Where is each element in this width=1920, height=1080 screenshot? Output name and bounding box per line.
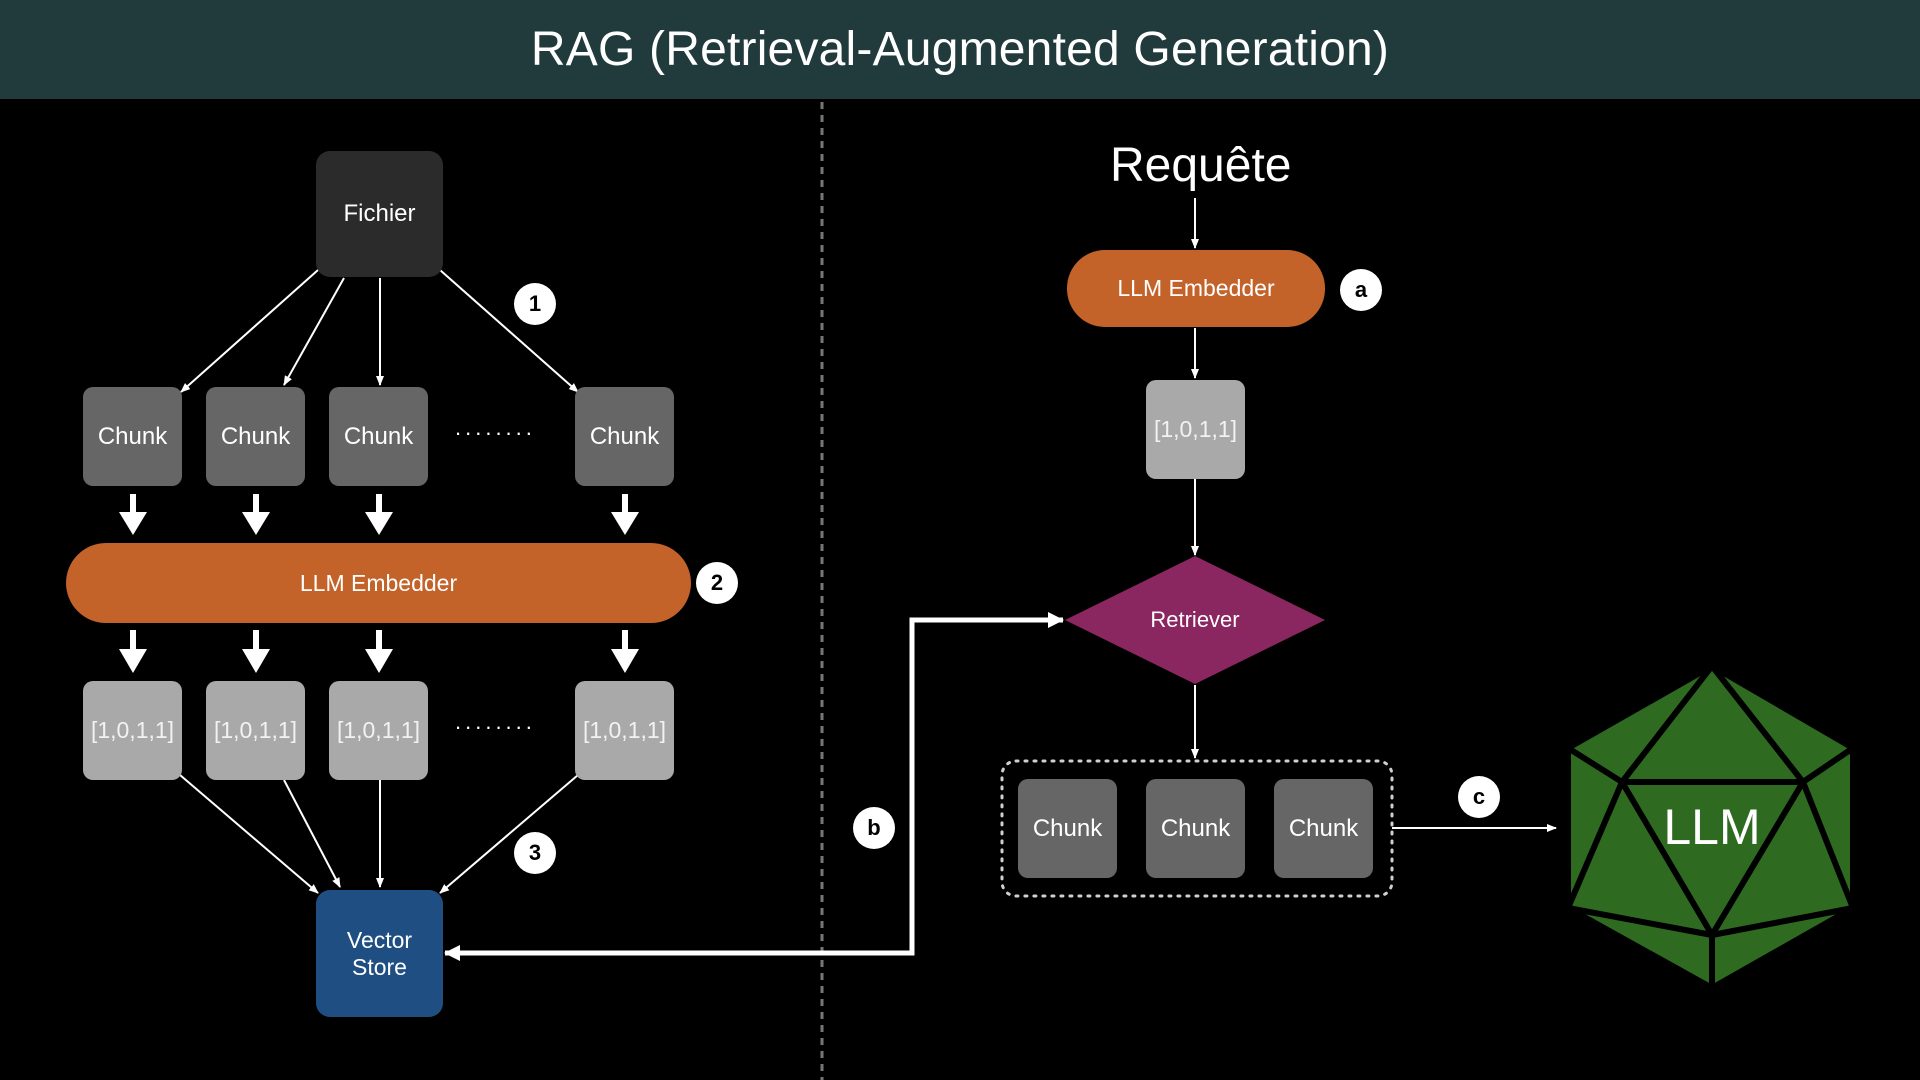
retrieved-chunk-2: Chunk <box>1146 779 1245 878</box>
arrow-retriever-vector-store <box>444 617 1062 961</box>
header-bar: RAG (Retrieval-Augmented Generation) <box>0 0 1920 99</box>
file-node: Fichier <box>316 151 443 277</box>
chunk-node-3: Chunk <box>329 387 428 486</box>
arrow-file-chunk-1 <box>180 269 319 393</box>
vector-node-2: [1,0,1,1] <box>206 681 305 780</box>
page-title: RAG (Retrieval-Augmented Generation) <box>530 23 1390 76</box>
step-badge-3: 3 <box>514 832 556 874</box>
ingestion-embedder-label: LLM Embedder <box>299 569 458 596</box>
vector-node-label: [1,0,1,1] <box>90 717 175 743</box>
vector-store-label-line2: Store <box>352 953 407 980</box>
vector-node-4: [1,0,1,1] <box>575 681 674 780</box>
retrieved-chunk-3: Chunk <box>1274 779 1373 878</box>
vector-ellipsis: ........ <box>455 709 536 734</box>
retrieved-chunk-label: Chunk <box>1288 814 1359 842</box>
chunk-node-label: Chunk <box>220 422 291 450</box>
step-badge-c: c <box>1458 776 1500 818</box>
arrow-vector-store-1 <box>179 774 319 894</box>
thick-arrows-embedder-to-vectors <box>119 630 639 673</box>
step-badge-2: 2 <box>696 562 738 604</box>
arrow-file-chunk-2 <box>283 277 345 386</box>
ingestion-embedder: LLM Embedder <box>66 543 691 623</box>
vector-node-label: [1,0,1,1] <box>336 717 421 743</box>
vector-store-node: Vector Store <box>316 890 443 1017</box>
query-embedder-label: LLM Embedder <box>1117 275 1275 301</box>
chunk-node-1: Chunk <box>83 387 182 486</box>
arrow-file-chunk-4 <box>439 269 579 393</box>
chunk-node-4: Chunk <box>575 387 674 486</box>
vector-node-1: [1,0,1,1] <box>83 681 182 780</box>
vector-node-label: [1,0,1,1] <box>213 717 298 743</box>
chunk-node-label: Chunk <box>97 422 168 450</box>
step-badge-1: 1 <box>514 283 556 325</box>
vector-store-label-line1: Vector <box>346 926 413 953</box>
chunk-node-2: Chunk <box>206 387 305 486</box>
retriever-label: Retriever <box>1150 607 1240 632</box>
chunk-node-label: Chunk <box>343 422 414 450</box>
file-node-label: Fichier <box>343 200 416 227</box>
step-badge-b: b <box>853 807 895 849</box>
query-vector-node: [1,0,1,1] <box>1146 380 1245 479</box>
retrieved-chunk-label: Chunk <box>1160 814 1231 842</box>
chunk-node-label: Chunk <box>589 422 660 450</box>
query-label: Requête <box>1110 139 1292 192</box>
thick-arrows-chunks-to-embedder <box>119 494 639 535</box>
retrieved-chunk-1: Chunk <box>1018 779 1117 878</box>
arrow-vector-store-2 <box>283 779 341 888</box>
retriever-diamond <box>1065 556 1325 684</box>
retrieved-chunks-frame <box>1000 759 1394 898</box>
step-badge-a: a <box>1340 269 1382 311</box>
query-vector-label: [1,0,1,1] <box>1153 416 1238 442</box>
llm-icosahedron <box>1565 663 1856 991</box>
query-embedder: LLM Embedder <box>1067 250 1325 327</box>
vector-node-label: [1,0,1,1] <box>582 717 667 743</box>
retrieved-chunk-label: Chunk <box>1032 814 1103 842</box>
chunk-ellipsis: ........ <box>455 415 536 440</box>
vector-node-3: [1,0,1,1] <box>329 681 428 780</box>
llm-label: LLM <box>1663 799 1761 855</box>
arrow-vector-store-4 <box>439 774 579 894</box>
